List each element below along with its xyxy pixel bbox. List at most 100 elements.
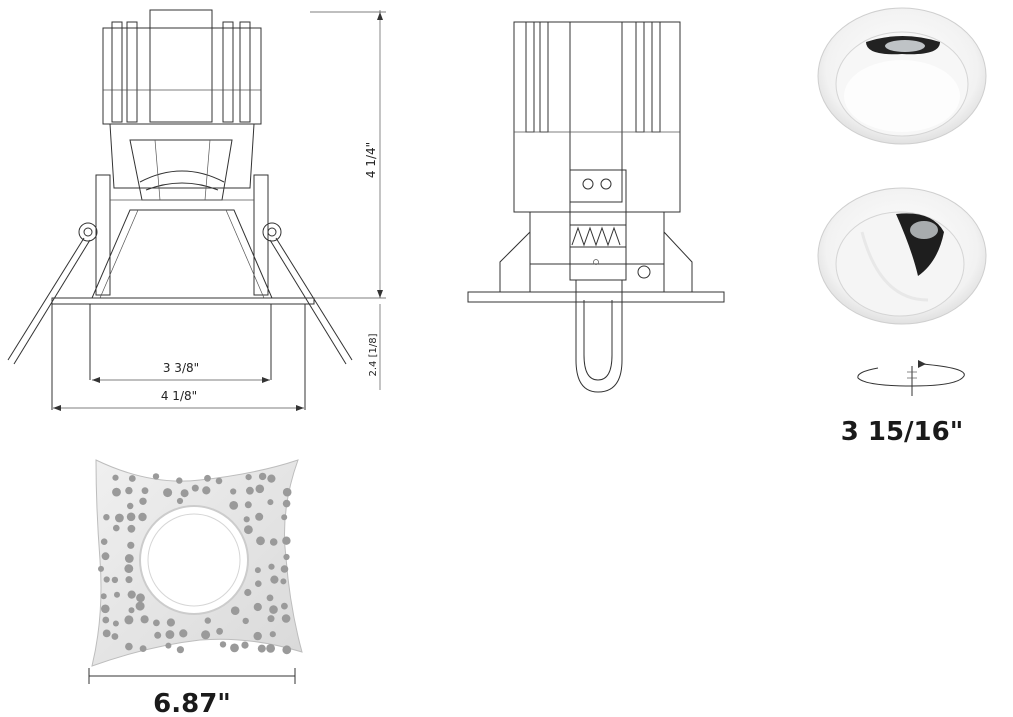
plate-hole [176, 497, 184, 505]
plate-hole [269, 538, 278, 546]
plate-hole [112, 487, 121, 497]
plate-hole [180, 489, 189, 498]
plate-hole [282, 536, 291, 545]
plate-hole [124, 564, 134, 573]
plate-hole [215, 477, 223, 485]
plate-hole [179, 629, 188, 638]
plate-hole [282, 487, 292, 497]
plate-hole [102, 616, 110, 624]
plate-hole [152, 473, 160, 480]
plate-hole [165, 630, 175, 639]
plate-hole [255, 512, 264, 521]
front-section-view [7, 9, 353, 410]
plate-hole [112, 620, 119, 627]
plate-hole [281, 614, 291, 623]
plate-hole [219, 641, 227, 648]
plate-hole [281, 602, 288, 610]
plate-width-label: 6.87" [153, 689, 231, 717]
plate-hole [244, 501, 252, 509]
plate-hole [138, 512, 147, 522]
plate-hole [111, 633, 119, 640]
plate-hole [102, 629, 111, 638]
plate-hole [124, 554, 134, 563]
plate-hole [127, 590, 136, 599]
trim-photo-adjustable [817, 187, 987, 325]
plate-hole [166, 618, 175, 627]
plate-hole [201, 630, 211, 640]
side-view [467, 21, 725, 393]
plate-hole [204, 474, 211, 482]
plate-hole [280, 565, 289, 573]
plate-hole [100, 538, 108, 545]
plate-hole [255, 484, 265, 494]
plate-hole [230, 643, 239, 653]
plate-hole [127, 541, 135, 549]
rotation-arrow-icon [857, 360, 965, 396]
plate-hole [230, 488, 237, 495]
plate-hole [266, 594, 274, 602]
plate-hole [280, 578, 287, 585]
plate-hole [128, 475, 136, 482]
plate-hole [254, 580, 262, 587]
plate-hole [127, 502, 134, 510]
plate-hole [163, 488, 173, 498]
plate-hole [112, 474, 119, 481]
plate-hole [176, 646, 184, 654]
plate-hole [128, 607, 135, 614]
plate-hole [103, 514, 110, 521]
dimension-lines [53, 10, 386, 411]
plate-hole [229, 501, 239, 510]
plate-hole [281, 514, 288, 521]
plate-hole [153, 619, 160, 627]
plate-hole [266, 644, 275, 653]
plate-hole [125, 642, 133, 651]
plate-hole [246, 486, 254, 495]
plate-hole [139, 645, 147, 652]
plate-hole [135, 601, 145, 611]
height-dimension-label: 4 1/4" [364, 142, 378, 178]
plate-hole [202, 486, 211, 495]
plate-hole [268, 563, 275, 570]
plate-hole [267, 474, 276, 483]
trim-photo-straight [817, 7, 987, 145]
plate-hole [140, 615, 149, 624]
plate-hole [244, 588, 252, 597]
plate-hole [257, 644, 266, 653]
plate-hole [267, 499, 274, 506]
plate-hole [243, 516, 250, 523]
plate-hole [113, 524, 120, 532]
plate-hole [114, 591, 120, 598]
inner-diameter-label: 3 3/8" [163, 361, 199, 375]
trim-depth-label: 2.4 [1/8] [368, 333, 379, 376]
plate-hole [282, 499, 291, 508]
plate-hole [101, 552, 110, 561]
plate-hole [270, 575, 279, 584]
plate-hole [254, 567, 261, 574]
plate-hole [125, 576, 133, 584]
plate-hole [124, 615, 134, 625]
plaster-plate [91, 459, 303, 667]
plate-hole [127, 524, 136, 533]
plate-hole [125, 486, 133, 495]
plate-hole [245, 474, 252, 481]
plate-hole [98, 565, 104, 572]
plate-hole [269, 631, 276, 638]
plate-hole [111, 576, 119, 584]
plate-hole [126, 512, 136, 522]
cutout-dimension-label: 3 15/16" [841, 417, 964, 447]
plate-hole [216, 627, 224, 635]
plate-hole [101, 604, 110, 614]
plate-hole [253, 602, 262, 612]
plate-hole [154, 631, 162, 639]
plate-hole [241, 641, 249, 649]
plate-hole [136, 593, 145, 603]
plate-hole [244, 525, 253, 535]
plate-hole [282, 645, 292, 655]
plate-holes [98, 472, 292, 655]
plate-hole [115, 513, 124, 523]
plate-hole [267, 615, 275, 623]
plate-hole [253, 631, 262, 641]
outer-diameter-label: 4 1/8" [161, 389, 197, 403]
plate-hole [176, 477, 183, 484]
plate-hole [191, 484, 199, 492]
